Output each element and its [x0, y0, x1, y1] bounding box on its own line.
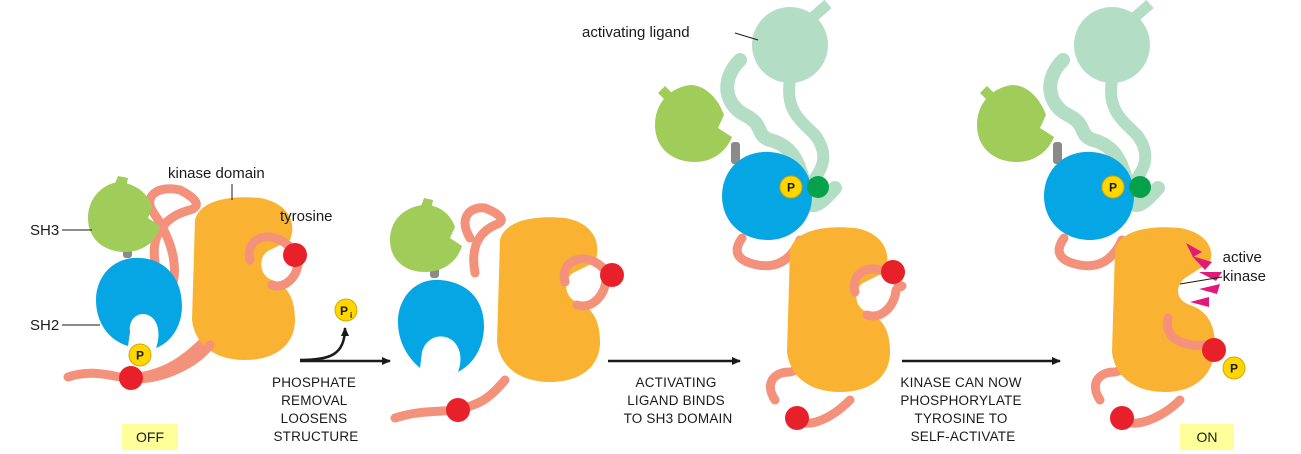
pi-release-arrow: [300, 328, 345, 360]
kinase-domain-label: kinase domain: [168, 165, 265, 182]
panel-loosened: [390, 198, 624, 422]
linker: [1059, 238, 1122, 266]
sh2-domain: [398, 280, 484, 372]
on-state-label: ON: [1197, 429, 1218, 445]
ligand-binding-site: [1129, 176, 1151, 198]
ligand-stalk: [812, 4, 828, 18]
sh2-domain: [96, 258, 182, 348]
sh3-domain-tab: [420, 198, 433, 211]
tyrosine-site: [283, 243, 307, 267]
kinase-domain: [787, 227, 890, 392]
sh3-label: SH3: [30, 222, 59, 239]
phospho-tyrosine: [119, 366, 143, 390]
phosphate-label: P: [787, 181, 795, 195]
step-3: KINASE CAN NOW PHOSPHORYLATE TYROSINE TO…: [900, 361, 1060, 444]
sh3-domain-tab: [114, 176, 128, 188]
pi-label: P: [340, 304, 348, 318]
dephospho-tyrosine: [785, 406, 809, 430]
linker: [465, 208, 501, 273]
sh2-label: SH2: [30, 317, 59, 334]
tyrosine-site: [600, 263, 624, 287]
phosphate-label: P: [1109, 181, 1117, 195]
kinase-domain: [497, 217, 600, 382]
tyrosine-site: [1110, 406, 1134, 430]
step-2: ACTIVATING LIGAND BINDS TO SH3 DOMAIN: [608, 361, 740, 426]
panel-ligand-bound: P activating ligand: [582, 4, 905, 430]
sh2-domain: [722, 152, 812, 240]
step-2-caption: ACTIVATING LIGAND BINDS TO SH3 DOMAIN: [624, 375, 733, 426]
activating-ligand-label: activating ligand: [582, 24, 690, 41]
sh3-sh2-joint: [731, 142, 740, 164]
sh2-domain: [1044, 152, 1134, 240]
dephospho-tyrosine: [446, 398, 470, 422]
step-1-caption: PHOSPHATE REMOVAL LOOSENS STRUCTURE: [272, 375, 360, 444]
released-phosphate: P i: [300, 299, 357, 360]
phosphate-label: P: [1230, 362, 1238, 376]
pi-subscript: i: [350, 311, 352, 320]
ligand-stalk: [1134, 4, 1150, 18]
sh3-sh2-joint: [1053, 142, 1062, 164]
sh3-domain: [390, 205, 462, 272]
step-3-caption: KINASE CAN NOW PHOSPHORYLATE TYROSINE TO…: [900, 375, 1025, 444]
step-1: PHOSPHATE REMOVAL LOOSENS STRUCTURE: [272, 361, 390, 444]
off-state-label: OFF: [136, 429, 164, 445]
active-kinase-label: active kinase: [1223, 249, 1266, 285]
phosphate-label: P: [136, 349, 144, 363]
tyrosine-site: [881, 260, 905, 284]
phospho-tyrosine: [1202, 338, 1226, 362]
tyrosine-label: tyrosine: [280, 208, 333, 225]
ligand-binding-site: [807, 176, 829, 198]
